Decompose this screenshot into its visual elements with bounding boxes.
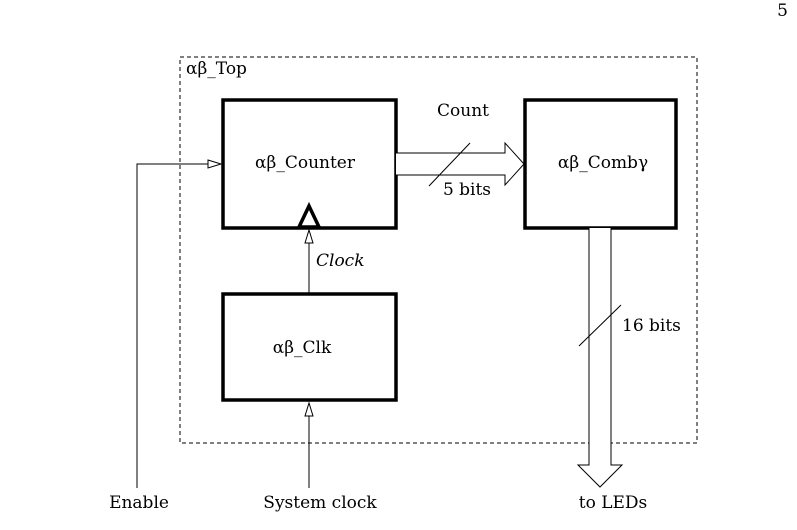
system-clock-label: System clock — [263, 493, 377, 513]
comb-block: αβ_Combγ — [523, 98, 678, 230]
top-module-label: αβ_Top — [186, 59, 247, 79]
arrowhead-icon — [207, 159, 223, 169]
clock-signal-label: Clock — [316, 251, 365, 271]
enable-signal-arrow — [136, 159, 223, 488]
count-signal-label: Count — [437, 101, 489, 121]
arrowhead-icon — [304, 401, 314, 417]
bus-width-slash — [578, 304, 622, 347]
clk-label: αβ_Clk — [273, 338, 332, 358]
arrowhead-icon — [304, 228, 314, 244]
comb-label: αβ_Combγ — [558, 153, 648, 173]
enable-label: Enable — [109, 493, 169, 513]
system-clock-arrow — [304, 401, 314, 488]
bus-width-slash — [428, 142, 471, 187]
clock-signal-arrow — [304, 228, 314, 294]
leds-width-label: 16 bits — [622, 316, 681, 336]
counter-block: αβ_Counter — [221, 98, 398, 230]
page-number: 5 — [777, 1, 788, 21]
top-module-boundary — [179, 56, 698, 444]
leds-bus-arrow — [576, 228, 624, 488]
counter-label: αβ_Counter — [255, 153, 356, 173]
clk-block: αβ_Clk — [221, 292, 398, 402]
clock-input-triangle — [296, 201, 322, 229]
count-bus-arrow — [396, 141, 525, 187]
count-width-label: 5 bits — [443, 180, 491, 200]
leds-label: to LEDs — [579, 493, 648, 513]
